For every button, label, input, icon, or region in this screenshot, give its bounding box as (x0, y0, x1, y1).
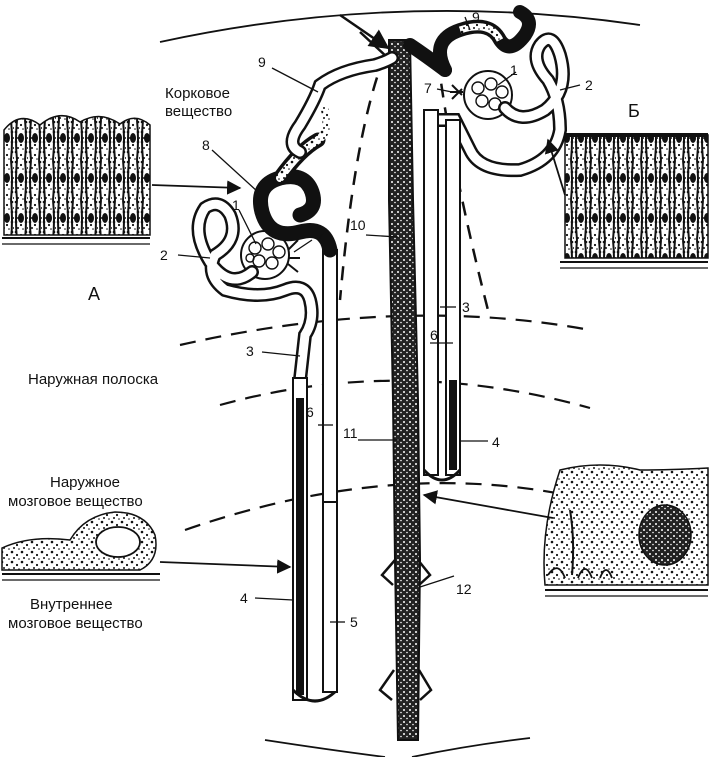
label-10: 10 (350, 217, 366, 233)
inset-thin-limb-cell (1, 511, 292, 581)
outer-medulla-label-line2: мозговое вещество (8, 493, 143, 510)
collecting-duct (378, 39, 433, 741)
label-4-right: 4 (492, 434, 500, 450)
outer-medulla-boundary-arc (184, 482, 591, 532)
label-2-right: 2 (585, 77, 593, 93)
panel-b-label: Б (628, 101, 640, 121)
label-1-right: 1 (510, 62, 518, 78)
label-7-right: 7 (424, 80, 432, 96)
inset-a-epithelium (2, 115, 242, 245)
number-labels: 9 8 1 2 7 10 3 6 11 4 5 12 4 6 3 9 1 2 7 (160, 9, 593, 630)
label-1-left: 1 (232, 197, 240, 213)
inset-collecting-duct-cell (422, 464, 709, 597)
label-2-left: 2 (160, 247, 168, 263)
label-5: 5 (350, 614, 358, 630)
label-3-right: 3 (462, 299, 470, 315)
right-connecting-tubule (403, 38, 452, 77)
label-9-right: 9 (472, 9, 480, 25)
label-4-left: 4 (240, 590, 248, 606)
cortex-label-line1: Корковое (165, 85, 230, 102)
cortex-boundary-arc (179, 314, 591, 347)
label-12: 12 (456, 581, 472, 597)
outer-stripe-label: Наружная полоска (28, 371, 159, 388)
left-nephron (191, 51, 399, 703)
outer-medulla-label-line1: Наружное (50, 474, 120, 491)
top-arrows (339, 13, 390, 59)
panel-a-label: А (88, 284, 100, 304)
label-3-left: 3 (246, 343, 254, 359)
leader-lines (177, 16, 581, 623)
inset-b-epithelium (544, 133, 709, 269)
label-6-right: 6 (430, 327, 438, 343)
label-8: 8 (202, 137, 210, 153)
outer-medulla-label: Наружное мозговое вещество (8, 474, 143, 510)
cortex-label-line2: вещество (165, 103, 232, 120)
label-9-left: 9 (258, 54, 266, 70)
inner-medulla-label-line1: Внутреннее (30, 596, 113, 613)
label-6-left: 6 (306, 404, 314, 420)
papilla-arc-right (411, 737, 531, 757)
inner-medulla-label: Внутреннее мозговое вещество (8, 596, 143, 632)
right-nephron (403, 5, 570, 482)
capsule-arc (159, 10, 641, 43)
papilla-arc-left (264, 739, 386, 757)
label-11: 11 (343, 425, 358, 441)
inner-medulla-label-line2: мозговое вещество (8, 615, 143, 632)
label-7-left: 7 (316, 229, 324, 245)
